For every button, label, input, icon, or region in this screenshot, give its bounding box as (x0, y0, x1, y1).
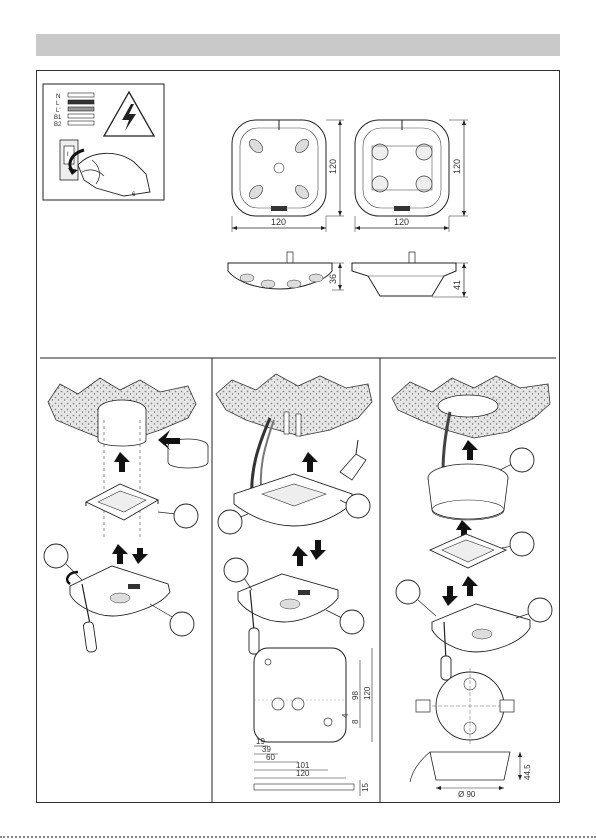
dim-4: 4 (341, 713, 350, 718)
dim-8: 8 (351, 719, 360, 724)
warning-panel: N L L' B1 B2 I 6 (43, 84, 164, 200)
arrow-up-icon (462, 440, 478, 460)
wire-label-b1: B1 (54, 115, 62, 121)
cut-line (0, 836, 596, 838)
callout-b (44, 544, 82, 580)
callout-a (158, 504, 198, 528)
wire-label-n: N (56, 94, 60, 100)
round-box-side-view (410, 752, 510, 782)
detector-side-view-recessed (352, 252, 456, 296)
detector-top-view-back (355, 120, 449, 216)
back-width-label: 120 (394, 217, 409, 227)
arrow-down-icon (132, 548, 148, 564)
callout-i (502, 532, 534, 556)
callout-c (150, 604, 194, 636)
wire-label-b2: B2 (54, 122, 62, 128)
callout-d (218, 510, 248, 534)
callout-h (500, 448, 534, 472)
arrow-up-icon (114, 452, 130, 472)
wire-label-l-prime: L' (56, 108, 60, 114)
callout-g (326, 610, 364, 634)
installation-step-surface: 98 120 4 8 19 39 60 101 120 15 (216, 374, 372, 796)
drilling-template (254, 648, 346, 742)
installation-step-flush-box (44, 378, 208, 653)
dim-15: 15 (361, 783, 370, 792)
side-height-ii-label: 41 (452, 280, 462, 290)
arrow-up-icon (292, 546, 308, 566)
depth-label: 44,5 (523, 764, 532, 780)
detector-housing (70, 566, 170, 616)
round-flush-box (428, 464, 508, 520)
dim-98: 98 (351, 691, 360, 700)
front-width-label: 120 (271, 217, 286, 227)
round-box-top-view (416, 668, 514, 744)
installation-step-round-box: Ø 90 44,5 (392, 376, 552, 799)
arrow-up-icon (302, 452, 318, 472)
drill-icon (340, 440, 366, 480)
arrow-down-icon (442, 586, 458, 606)
detector-side-view-flat (228, 252, 332, 289)
dim-120v: 120 (363, 686, 372, 700)
callout-j (396, 580, 436, 616)
arrow-down-icon (310, 540, 326, 560)
dim-120h: 120 (296, 769, 310, 778)
diameter-label: Ø 90 (458, 790, 476, 799)
detector-housing-iii (432, 604, 530, 652)
arrow-up-icon (462, 576, 478, 596)
mounting-plate (86, 484, 158, 520)
detector-top-view-front (232, 120, 326, 216)
back-height-label: 120 (452, 159, 462, 174)
dim-60: 60 (266, 753, 275, 762)
front-height-label: 120 (328, 159, 338, 174)
side-height-label: 36 (328, 274, 338, 284)
arrow-up-icon (112, 544, 128, 564)
callout-f (224, 558, 252, 590)
mounting-plate-ii (430, 534, 506, 568)
